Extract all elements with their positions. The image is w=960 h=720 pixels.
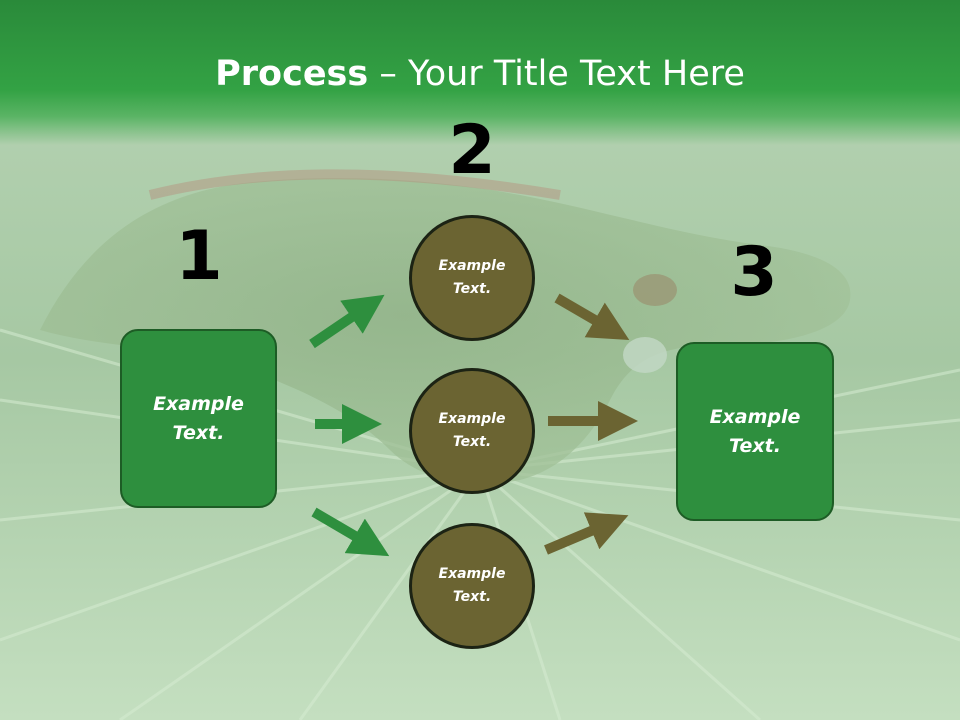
title-band xyxy=(0,0,960,145)
arrow-bottom-to-3 xyxy=(544,512,629,555)
step-2-circle-bottom[interactable]: Example Text. xyxy=(409,523,535,649)
title-bold: Process xyxy=(215,54,369,94)
step-2-circle-middle[interactable]: Example Text. xyxy=(409,368,535,494)
step-1-box[interactable]: Example Text. xyxy=(120,329,277,508)
step-number-3: 3 xyxy=(730,233,778,312)
arrow-top-to-3 xyxy=(554,293,630,341)
circle-bottom-text: Example Text. xyxy=(438,566,506,605)
step-1-text: Example Text. xyxy=(153,392,244,444)
step-3-box[interactable]: Example Text. xyxy=(676,342,834,521)
circle-top-text: Example Text. xyxy=(438,258,506,297)
slide-title: Process – Your Title Text Here xyxy=(0,52,960,96)
step-number-1: 1 xyxy=(175,217,223,296)
arrow-1-to-bottom xyxy=(311,507,390,557)
circle-middle-text: Example Text. xyxy=(438,411,506,450)
title-text: Your Title Text Here xyxy=(407,54,745,94)
step-number-2: 2 xyxy=(448,111,496,190)
title-separator: – xyxy=(368,54,408,94)
step-2-circle-top[interactable]: Example Text. xyxy=(409,215,535,341)
step-3-text: Example Text. xyxy=(709,405,801,457)
arrow-1-to-top xyxy=(309,294,385,349)
